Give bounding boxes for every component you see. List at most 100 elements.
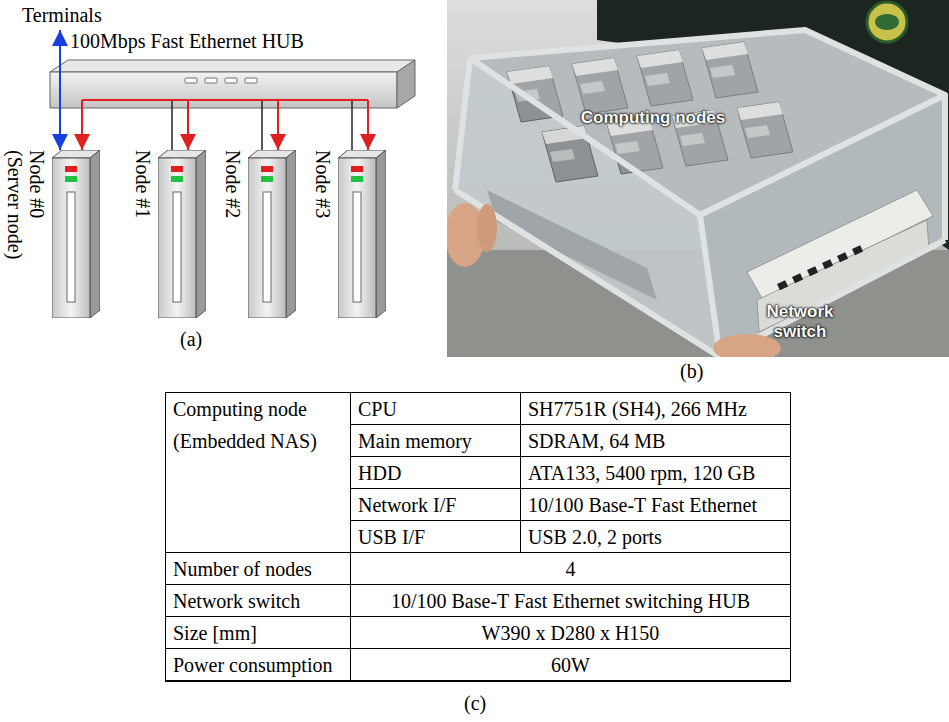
drawing-part	[261, 100, 263, 150]
table-text: Computing node	[173, 393, 343, 425]
drawing-part	[455, 30, 945, 357]
table-cell: Power consumption	[166, 649, 351, 682]
table-cell: Network I/F	[351, 489, 521, 521]
table-row: Computing node(Embedded NAS)CPUSH7751R (…	[166, 393, 791, 425]
table-cell: USB I/F	[351, 521, 521, 553]
tower-drawing	[52, 150, 100, 318]
table-text: HDD	[358, 462, 401, 484]
table-cell: SDRAM, 64 MB	[521, 425, 791, 457]
panel-label: (b)	[680, 360, 703, 382]
drawing-part	[822, 259, 833, 269]
tower-drawing	[338, 150, 386, 318]
table-text: USB I/F	[358, 526, 425, 548]
drawing-part	[245, 78, 257, 83]
photo	[447, 0, 949, 357]
drawing-part	[173, 192, 181, 302]
drawing-part	[487, 190, 657, 300]
terminal-link	[59, 30, 61, 150]
drawing-part	[807, 266, 818, 276]
node-name: (Server node)	[4, 150, 26, 318]
drawing-part	[65, 166, 77, 172]
drawing-part	[470, 30, 945, 215]
table-text: W390 x D280 x H150	[482, 622, 660, 644]
drawing-part	[196, 150, 206, 318]
table-cell: SH7751R (SH4), 266 MHz	[521, 393, 791, 425]
table-cell: Computing node(Embedded NAS)	[166, 393, 351, 553]
node-name: Node #1	[132, 150, 154, 318]
data-arrow	[187, 100, 189, 150]
computing-node: Node #2	[222, 150, 296, 318]
table-text: 4	[566, 558, 576, 580]
hub-title: 100Mbps Fast Ethernet HUB	[70, 30, 304, 52]
drawing-part	[67, 192, 75, 302]
hub-body	[50, 72, 397, 108]
hub-body	[397, 60, 415, 108]
tower-drawing	[248, 150, 296, 318]
drawing-part	[185, 78, 197, 83]
table-text: Power consumption	[173, 654, 332, 676]
table-cell: HDD	[351, 457, 521, 489]
table-cell: CPU	[351, 393, 521, 425]
table-cell: W390 x D280 x H150	[351, 617, 791, 649]
drawing-part: Computing node(Embedded NAS)CPU SH7751R (…	[166, 393, 791, 682]
node-name: Node #2	[222, 150, 244, 318]
drawing-part	[225, 78, 237, 83]
drawing-part	[171, 176, 183, 182]
drawing-part	[777, 245, 863, 290]
table-text: Size [mm]	[173, 622, 257, 644]
drawing-part	[90, 150, 100, 318]
drawing-part	[867, 2, 907, 42]
node-name: Node #3	[312, 150, 334, 318]
drawing-part	[263, 192, 271, 302]
drawing-part	[172, 100, 352, 150]
drawing-part	[338, 158, 376, 318]
node-label-column: Node #3	[312, 150, 334, 318]
table-text: Network switch	[173, 590, 300, 612]
drawing-part	[158, 158, 196, 318]
table-row: USB I/F USB 2.0, 2 ports	[166, 521, 791, 553]
drawing-part	[261, 166, 273, 172]
drawing-part	[353, 192, 361, 302]
table-row: HDD ATA133, 5400 rpm, 120 GB	[166, 457, 791, 489]
drawing-part	[447, 0, 949, 357]
drawing-part	[248, 158, 286, 318]
drawing-part	[455, 190, 945, 357]
hub-body	[50, 60, 415, 72]
drawing-part	[713, 334, 781, 357]
node-label-column: Node #0(Server node)	[4, 150, 48, 318]
table-row: Network I/F 10/100 Base-T Fast Ethernet	[166, 489, 791, 521]
table-text: SH7751R (SH4), 266 MHz	[528, 398, 747, 420]
drawing-part	[351, 100, 353, 150]
drawing-part	[171, 166, 183, 172]
spec-table-box: Computing node(Embedded NAS)CPU SH7751R (…	[165, 392, 791, 682]
hub: 100Mbps Fast Ethernet HUB	[48, 30, 415, 100]
table-text: ATA133, 5400 rpm, 120 GB	[528, 462, 755, 484]
drawing-part	[65, 176, 77, 182]
table-text: Number of nodes	[173, 558, 312, 580]
table-cell: Number of nodes	[166, 553, 351, 585]
spec-table: Computing node(Embedded NAS)CPU SH7751R (…	[165, 392, 791, 682]
table-text: SDRAM, 64 MB	[528, 430, 665, 452]
table-row: Size [mm] W390 x D280 x H150	[166, 617, 791, 649]
computing-node: Node #3	[312, 150, 386, 318]
drawing-part	[700, 215, 720, 357]
table-cell: 10/100 Base-T Fast Ethernet switching HU…	[351, 585, 791, 617]
table-text: Network I/F	[358, 494, 456, 516]
data-arrow	[277, 100, 279, 150]
table-row: Network switch 10/100 Base-T Fast Etherne…	[166, 585, 791, 617]
tower-drawing	[158, 150, 206, 318]
table-text: USB 2.0, 2 ports	[528, 526, 662, 548]
drawing-part	[792, 273, 803, 283]
table-text: (Embedded NAS)	[173, 425, 343, 457]
photo-callout: Computing nodes	[578, 108, 728, 128]
table-text: 10/100 Base-T Fast Ethernet switching HU…	[391, 590, 750, 612]
drawing-part	[837, 252, 848, 262]
drawing-part	[777, 280, 788, 290]
table-cell: 10/100 Base-T Fast Ethernet	[521, 489, 791, 521]
drawing-part	[52, 158, 90, 318]
drawing-part	[470, 30, 945, 215]
drawing-part	[185, 78, 257, 83]
